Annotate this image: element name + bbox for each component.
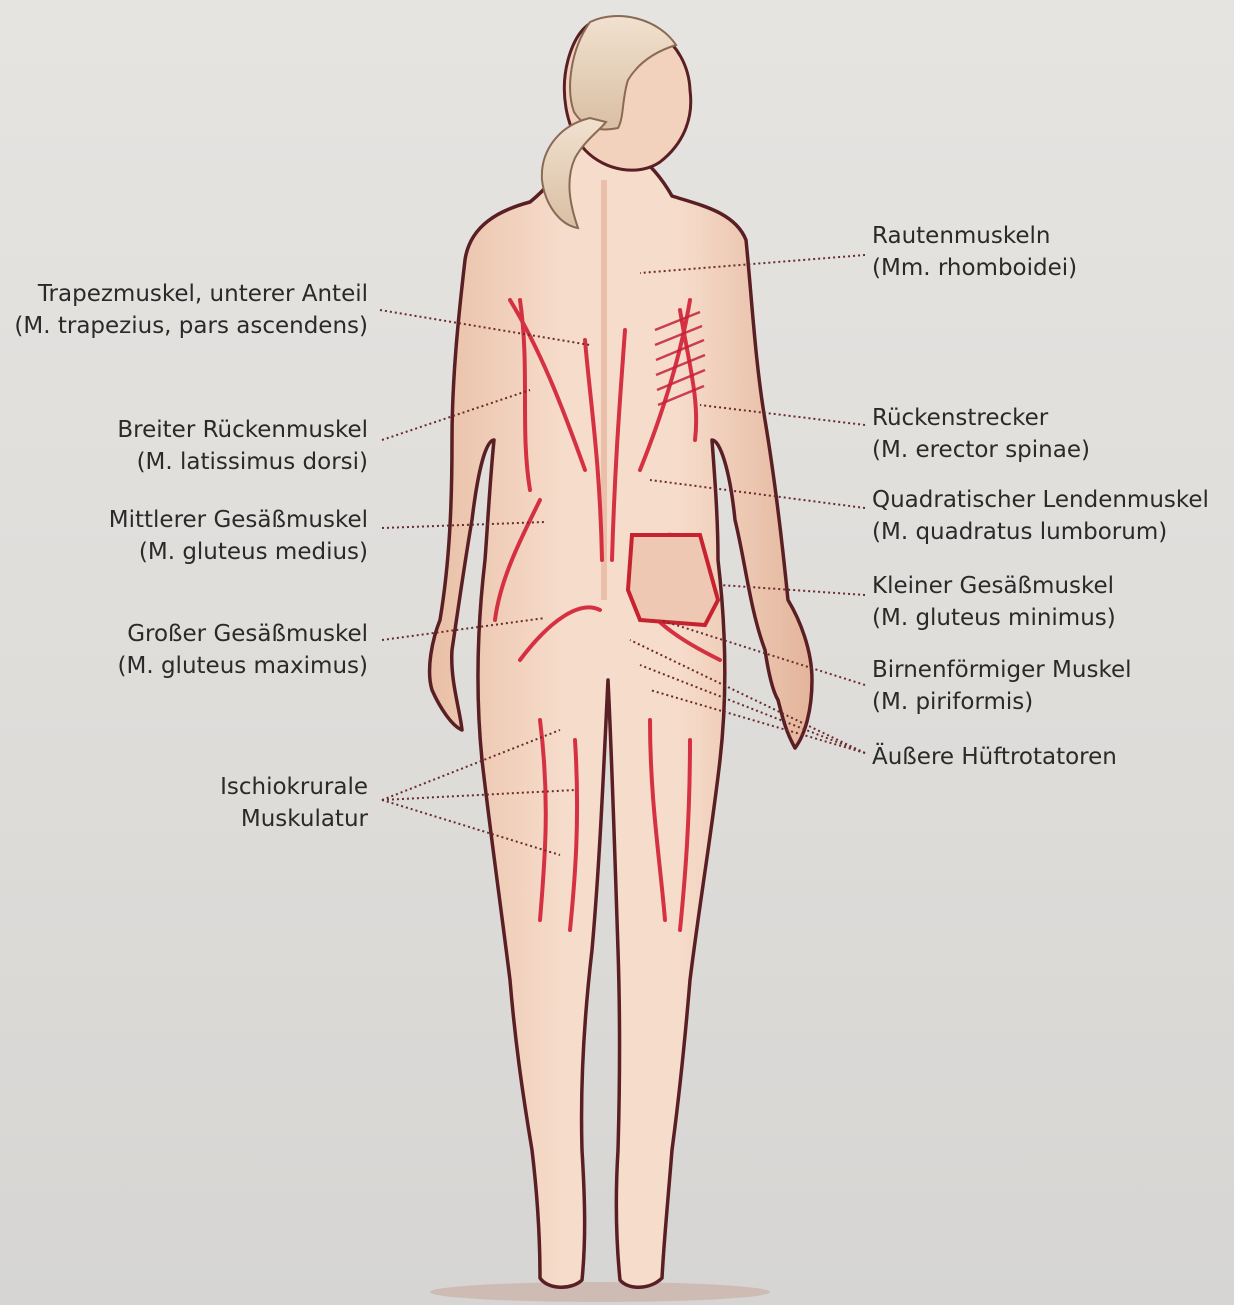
label-gluteus-medius-latin: (M. gluteus medius) xyxy=(109,536,368,568)
label-gluteus-maximus: Großer Gesäßmuskel (M. gluteus maximus) xyxy=(118,618,368,682)
label-piriformis: Birnenförmiger Muskel (M. piriformis) xyxy=(872,654,1132,718)
label-gluteus-minimus-latin: (M. gluteus minimus) xyxy=(872,602,1116,634)
label-hamstrings-line1: Ischiokrurale xyxy=(220,771,368,803)
label-piriformis-latin: (M. piriformis) xyxy=(872,686,1132,718)
body-silhouette xyxy=(430,139,812,1287)
label-trapezius: Trapezmuskel, unterer Anteil (M. trapezi… xyxy=(14,278,368,342)
label-rhomboids-latin: (Mm. rhomboidei) xyxy=(872,252,1077,284)
label-erector: Rückenstrecker (M. erector spinae) xyxy=(872,402,1090,466)
label-latissimus-latin: (M. latissimus dorsi) xyxy=(117,446,368,478)
label-hip-rotators-name: Äußere Hüftrotatoren xyxy=(872,741,1117,773)
label-gluteus-minimus-name: Kleiner Gesäßmuskel xyxy=(872,570,1116,602)
floor-shadow xyxy=(430,1282,770,1302)
label-gluteus-maximus-latin: (M. gluteus maximus) xyxy=(118,650,368,682)
label-gluteus-maximus-name: Großer Gesäßmuskel xyxy=(118,618,368,650)
label-erector-name: Rückenstrecker xyxy=(872,402,1090,434)
label-hamstrings-line2: Muskulatur xyxy=(220,803,368,835)
gluteus-minimus-patch xyxy=(628,535,718,625)
label-hamstrings: Ischiokrurale Muskulatur xyxy=(220,771,368,835)
label-gluteus-medius: Mittlerer Gesäßmuskel (M. gluteus medius… xyxy=(109,504,368,568)
label-latissimus-name: Breiter Rückenmuskel xyxy=(117,414,368,446)
label-piriformis-name: Birnenförmiger Muskel xyxy=(872,654,1132,686)
label-quadratus-latin: (M. quadratus lumborum) xyxy=(872,516,1209,548)
label-trapezius-latin: (M. trapezius, pars ascendens) xyxy=(14,310,368,342)
label-trapezius-name: Trapezmuskel, unterer Anteil xyxy=(14,278,368,310)
label-quadratus: Quadratischer Lendenmuskel (M. quadratus… xyxy=(872,484,1209,548)
label-erector-latin: (M. erector spinae) xyxy=(872,434,1090,466)
label-hip-rotators: Äußere Hüftrotatoren xyxy=(872,741,1117,773)
label-gluteus-medius-name: Mittlerer Gesäßmuskel xyxy=(109,504,368,536)
label-latissimus: Breiter Rückenmuskel (M. latissimus dors… xyxy=(117,414,368,478)
label-rhomboids: Rautenmuskeln (Mm. rhomboidei) xyxy=(872,220,1077,284)
label-rhomboids-name: Rautenmuskeln xyxy=(872,220,1077,252)
label-gluteus-minimus: Kleiner Gesäßmuskel (M. gluteus minimus) xyxy=(872,570,1116,634)
label-quadratus-name: Quadratischer Lendenmuskel xyxy=(872,484,1209,516)
